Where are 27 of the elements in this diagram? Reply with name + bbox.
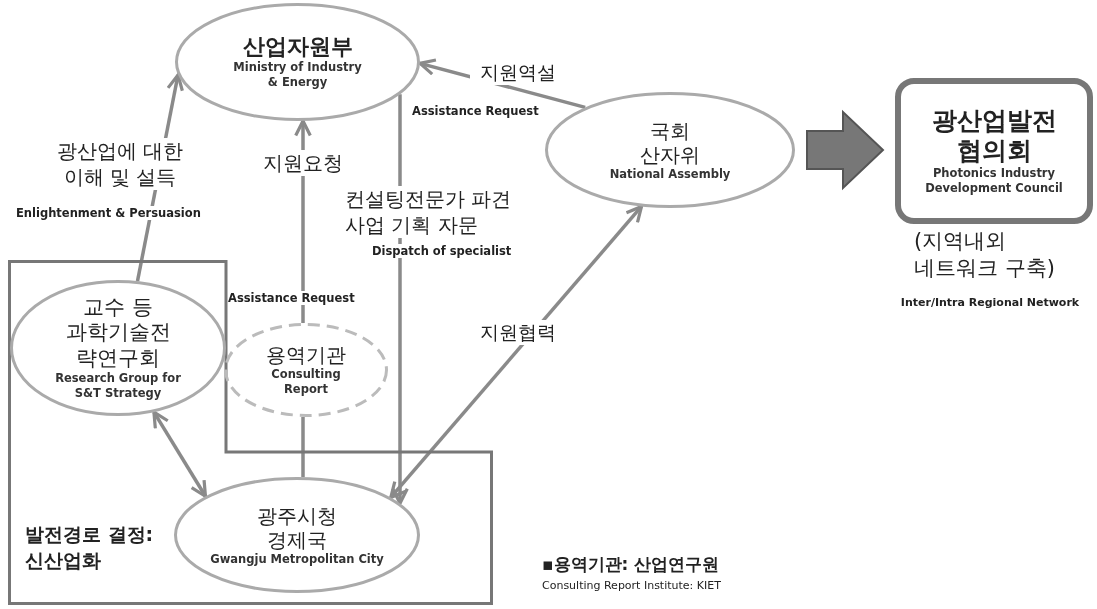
caption-text: Assistance Request xyxy=(412,104,539,118)
ellipse-node xyxy=(174,477,420,593)
node-subtitle: Ministry of Industry & Energy xyxy=(232,60,363,91)
node-subtitle: Gwangju Metropolitan City xyxy=(209,551,385,567)
footnote-text: Consulting Report Institute: KIET xyxy=(542,579,721,592)
node-subtitle: Consulting Report xyxy=(270,367,342,397)
node-title: 교수 등 과학기술전 략연구회 xyxy=(64,295,172,371)
node-title: 산업자원부 xyxy=(241,33,354,61)
connector-line xyxy=(301,416,305,478)
arrow xyxy=(152,410,208,498)
caption-text: Enlightenment & Persuasion xyxy=(16,206,201,220)
ellipse-node xyxy=(10,280,226,416)
caption-text: Dispatch of specialist xyxy=(372,244,512,258)
node-title: 광산업발전 협의회 xyxy=(930,106,1058,167)
dashed-ellipse-node xyxy=(224,323,388,417)
caption-text: Assistance Request xyxy=(228,291,355,305)
node-subtitle: Photonics Industry Development Council xyxy=(924,166,1064,196)
node-subtitle: Research Group for S&T Strategy xyxy=(54,370,182,401)
node-title: 용역기관 xyxy=(265,343,347,368)
rounded-box xyxy=(895,78,1093,224)
arrow xyxy=(389,204,644,500)
block-arrow xyxy=(806,109,885,191)
node-subtitle: National Assembly xyxy=(609,166,731,182)
node-title: 국회 산자위 xyxy=(639,118,701,167)
note-text: 발전경로 결정: 신산업화 xyxy=(25,522,155,573)
node-title: 광주시청 경제국 xyxy=(256,503,338,552)
ellipse-node xyxy=(545,92,795,208)
